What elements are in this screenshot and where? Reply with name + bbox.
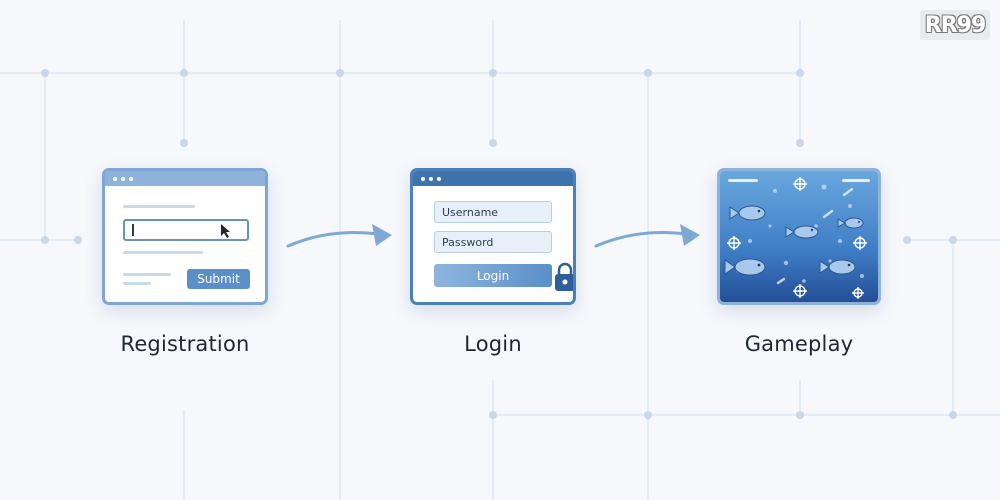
registration-window: Submit (102, 168, 268, 305)
stage-label-registration: Registration (120, 332, 250, 356)
lock-icon (555, 262, 573, 291)
arrow-right-icon (594, 231, 688, 248)
login-window: Username Password Login (410, 168, 576, 305)
arrow-right-icon (286, 231, 380, 248)
login-button[interactable]: Login (434, 264, 552, 287)
game-scene (720, 171, 878, 302)
crosshair-icon (727, 177, 867, 299)
cursor-icon (221, 224, 230, 238)
stage-label-gameplay: Gameplay (744, 332, 854, 356)
password-field[interactable]: Password (434, 231, 552, 253)
window-titlebar (413, 171, 573, 186)
submit-button[interactable]: Submit (187, 269, 250, 289)
username-field[interactable]: Username (434, 201, 552, 223)
logo: RR99 (920, 10, 990, 40)
window-titlebar (105, 171, 265, 186)
fish-icon (724, 205, 864, 276)
gameplay-window (717, 168, 881, 305)
registration-input[interactable] (123, 219, 249, 241)
stage-label-login: Login (464, 332, 522, 356)
